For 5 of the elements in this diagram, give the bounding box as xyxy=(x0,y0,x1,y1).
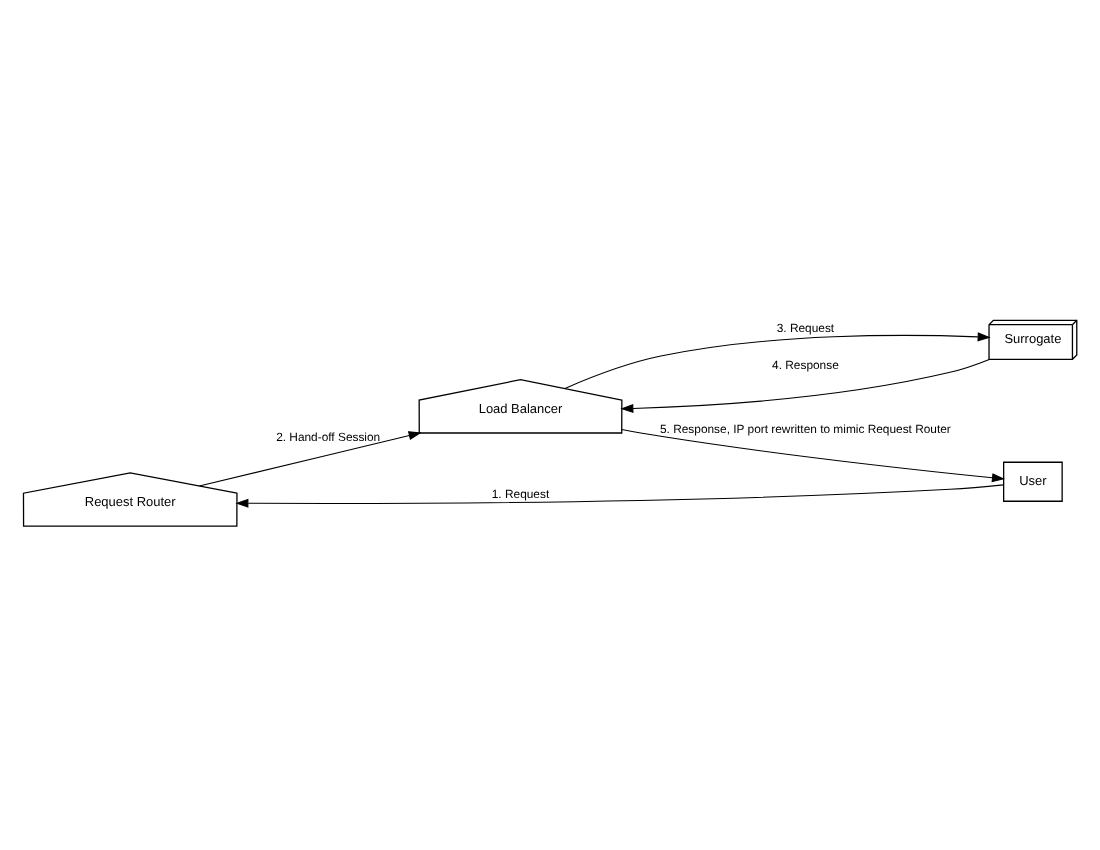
arrow xyxy=(198,430,422,486)
arrow xyxy=(621,428,1005,482)
arrow xyxy=(564,331,991,388)
arrow xyxy=(620,357,990,412)
arrow xyxy=(235,483,1004,507)
